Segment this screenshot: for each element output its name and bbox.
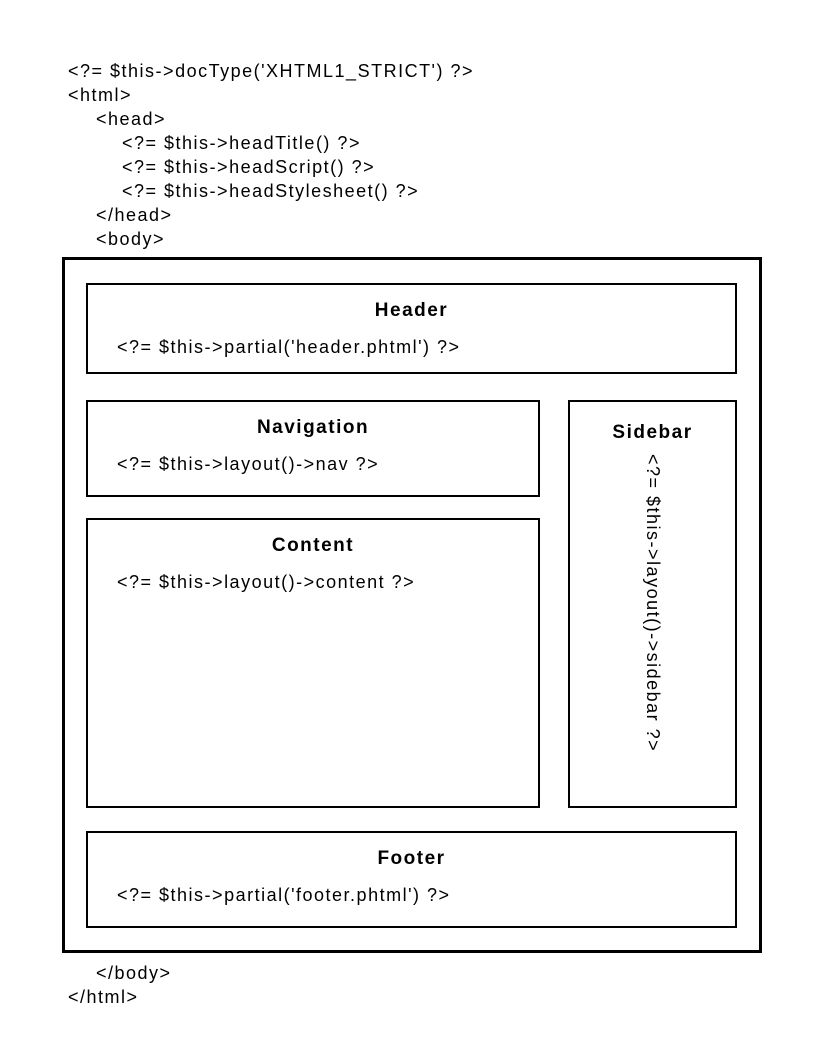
navigation-box: Navigation <?= $this->layout()->nav ?> <box>86 400 540 497</box>
navigation-box-code: <?= $this->layout()->nav ?> <box>117 454 380 474</box>
footer-box-title: Footer <box>377 848 446 869</box>
header-box-title: Header <box>374 300 449 321</box>
code-line-body-open: <body> <box>96 229 166 249</box>
header-box-code: <?= $this->partial('header.phtml') ?> <box>117 337 461 357</box>
sidebar-box: Sidebar <?= $this->layout()->sidebar ?> <box>568 400 737 808</box>
code-line-body-close: </body> <box>96 963 172 983</box>
code-line-head-title: <?= $this->headTitle() ?> <box>122 133 361 153</box>
code-line-head-script: <?= $this->headScript() ?> <box>122 157 376 177</box>
code-line-html-open: <html> <box>68 85 133 105</box>
footer-box: Footer <?= $this->partial('footer.phtml'… <box>86 831 737 928</box>
code-line-head-close: </head> <box>96 205 173 225</box>
template-code-top: <?= $this->docType('XHTML1_STRICT') ?> <… <box>68 59 474 251</box>
footer-box-code: <?= $this->partial('footer.phtml') ?> <box>117 885 451 905</box>
content-box-title: Content <box>271 535 355 556</box>
body-region-box: Header <?= $this->partial('header.phtml'… <box>62 257 762 953</box>
code-line-html-close: </html> <box>68 987 139 1007</box>
content-box-code: <?= $this->layout()->content ?> <box>117 572 416 592</box>
content-box: Content <?= $this->layout()->content ?> <box>86 518 540 808</box>
header-box: Header <?= $this->partial('header.phtml'… <box>86 283 737 374</box>
code-line-doctype: <?= $this->docType('XHTML1_STRICT') ?> <box>68 61 475 81</box>
navigation-box-title: Navigation <box>256 417 370 438</box>
template-code-bottom: </body> </html> <box>68 961 172 1009</box>
code-line-head-open: <head> <box>96 109 167 129</box>
sidebar-box-code: <?= $this->layout()->sidebar ?> <box>643 454 663 753</box>
code-line-head-stylesheet: <?= $this->headStylesheet() ?> <box>122 181 420 201</box>
sidebar-box-title: Sidebar <box>612 422 693 443</box>
